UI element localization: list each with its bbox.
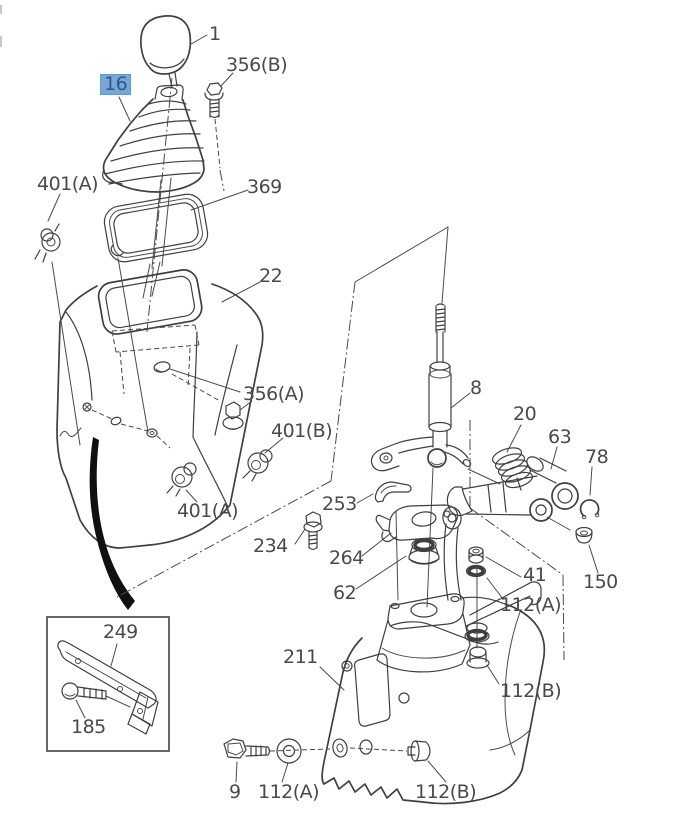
part-label-401B[interactable]: 401(B) <box>271 420 333 442</box>
snap-ring-part-78 <box>579 499 600 520</box>
lever-part-63 <box>446 456 579 531</box>
part-label-249[interactable]: 249 <box>103 621 138 643</box>
bolt-part-234 <box>303 511 323 551</box>
reference-arrow <box>89 437 135 610</box>
part-label-401A-mid[interactable]: 401(A) <box>177 500 239 522</box>
part-label-1[interactable]: 1 <box>209 23 221 45</box>
grommet-part-62 <box>408 537 440 565</box>
support-bracket-part-211 <box>321 506 546 805</box>
part-label-401A-top[interactable]: 401(A) <box>37 173 99 195</box>
bolt-part-185 <box>61 682 131 708</box>
part-label-22[interactable]: 22 <box>259 265 283 287</box>
part-label-356A[interactable]: 356(A) <box>243 383 305 405</box>
phantom-plane-lines <box>116 226 565 661</box>
bolt-axis-dashed <box>269 747 408 752</box>
part-label-253[interactable]: 253 <box>322 493 357 515</box>
plate-part-264 <box>375 504 459 543</box>
clip-401B <box>242 449 273 482</box>
shift-lever-part-8 <box>370 303 501 608</box>
part-label-41[interactable]: 41 <box>523 564 547 586</box>
part-label-63[interactable]: 63 <box>548 426 572 448</box>
part-label-112B-bottom[interactable]: 112(B) <box>415 781 477 803</box>
edge-artifact <box>0 36 2 47</box>
stud-and-nut-112B-right <box>464 564 490 669</box>
bolt-part-9 <box>223 738 271 759</box>
nut-part-41 <box>468 546 484 564</box>
part-label-78[interactable]: 78 <box>585 446 609 468</box>
part-label-185[interactable]: 185 <box>71 716 106 738</box>
part-label-112A-right[interactable]: 112(A) <box>500 594 562 616</box>
part-label-112A-bottom[interactable]: 112(A) <box>258 781 320 803</box>
part-label-369[interactable]: 369 <box>247 176 282 198</box>
bolt-356A <box>222 401 244 430</box>
part-label-211[interactable]: 211 <box>283 646 318 668</box>
cap-part-150 <box>575 526 593 544</box>
bolt-356B <box>204 82 225 192</box>
part-label-264[interactable]: 264 <box>329 547 364 569</box>
part-label-234[interactable]: 234 <box>253 535 288 557</box>
shift-knob-part-1 <box>140 15 192 88</box>
part-label-16[interactable]: 16 <box>100 74 132 95</box>
bolt-part-112B-bottom <box>407 740 431 762</box>
leader-lines <box>47 34 599 783</box>
part-label-112B-right[interactable]: 112(B) <box>500 680 562 702</box>
washer-part-112A-bottom <box>276 738 302 764</box>
inset-box <box>46 616 170 752</box>
bracket-part-249 <box>57 640 159 735</box>
console-part-22 <box>51 257 264 549</box>
part-label-8[interactable]: 8 <box>470 377 482 399</box>
shift-boot-part-16 <box>102 84 205 193</box>
clip-401A-mid <box>166 462 197 497</box>
part-label-9[interactable]: 9 <box>229 781 241 803</box>
part-label-356B[interactable]: 356(B) <box>226 54 288 76</box>
part-label-20[interactable]: 20 <box>513 403 537 425</box>
part-label-62[interactable]: 62 <box>333 582 357 604</box>
retainer-ring-part-369 <box>103 193 209 263</box>
part-label-150[interactable]: 150 <box>583 571 618 593</box>
clip-401A-top <box>34 223 61 263</box>
bracket-part-253 <box>374 481 412 503</box>
washer-part-112A-right <box>465 564 487 578</box>
edge-artifact <box>0 5 2 14</box>
